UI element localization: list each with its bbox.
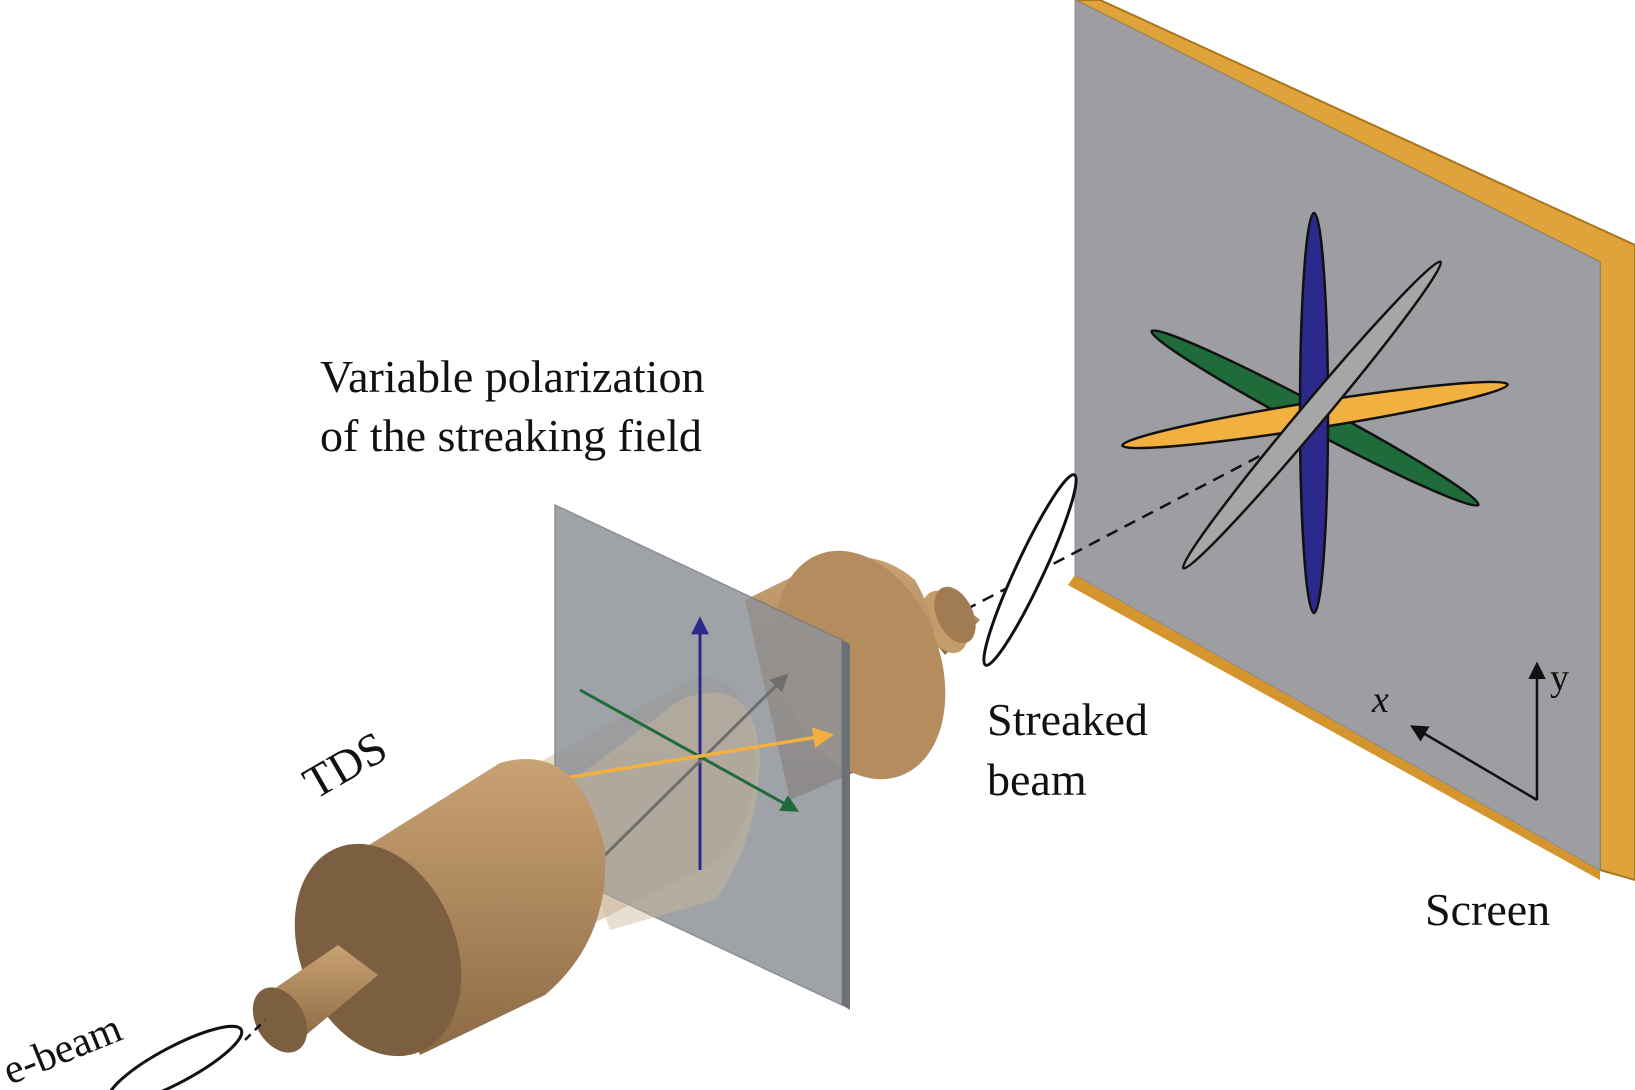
polarization-label-line1: Variable polarization (320, 351, 704, 402)
polarization-plane-edge (842, 640, 850, 1010)
ebeam-label: e-beam (0, 1005, 129, 1090)
field-arrow-orange (564, 727, 835, 780)
screen: y x (964, 0, 1635, 882)
field-arrow-green (579, 688, 800, 812)
tds-structure (252, 503, 980, 1057)
axis-y-label: y (1550, 657, 1569, 699)
streaked-beam-label-line2: beam (987, 754, 1087, 805)
polarization-label-line2: of the streaking field (320, 410, 702, 461)
tds-label: TDS (295, 721, 396, 809)
streak-grey (1181, 260, 1443, 570)
streaked-beam-label-line1: Streaked (987, 694, 1148, 745)
screen-frame-bottom (1068, 575, 1600, 880)
front-cylinder (294, 759, 606, 1057)
axis-x-arrow (1409, 725, 1538, 802)
front-pipe (252, 945, 378, 1053)
axis-x-label: x (1371, 679, 1389, 721)
streaked-beam-bunch (982, 473, 1078, 667)
ebeam-bunch (106, 1024, 244, 1090)
field-arrow-grey (598, 673, 789, 862)
screen-label: Screen (1425, 884, 1550, 935)
ebeam-path-dashed (244, 1019, 266, 1041)
